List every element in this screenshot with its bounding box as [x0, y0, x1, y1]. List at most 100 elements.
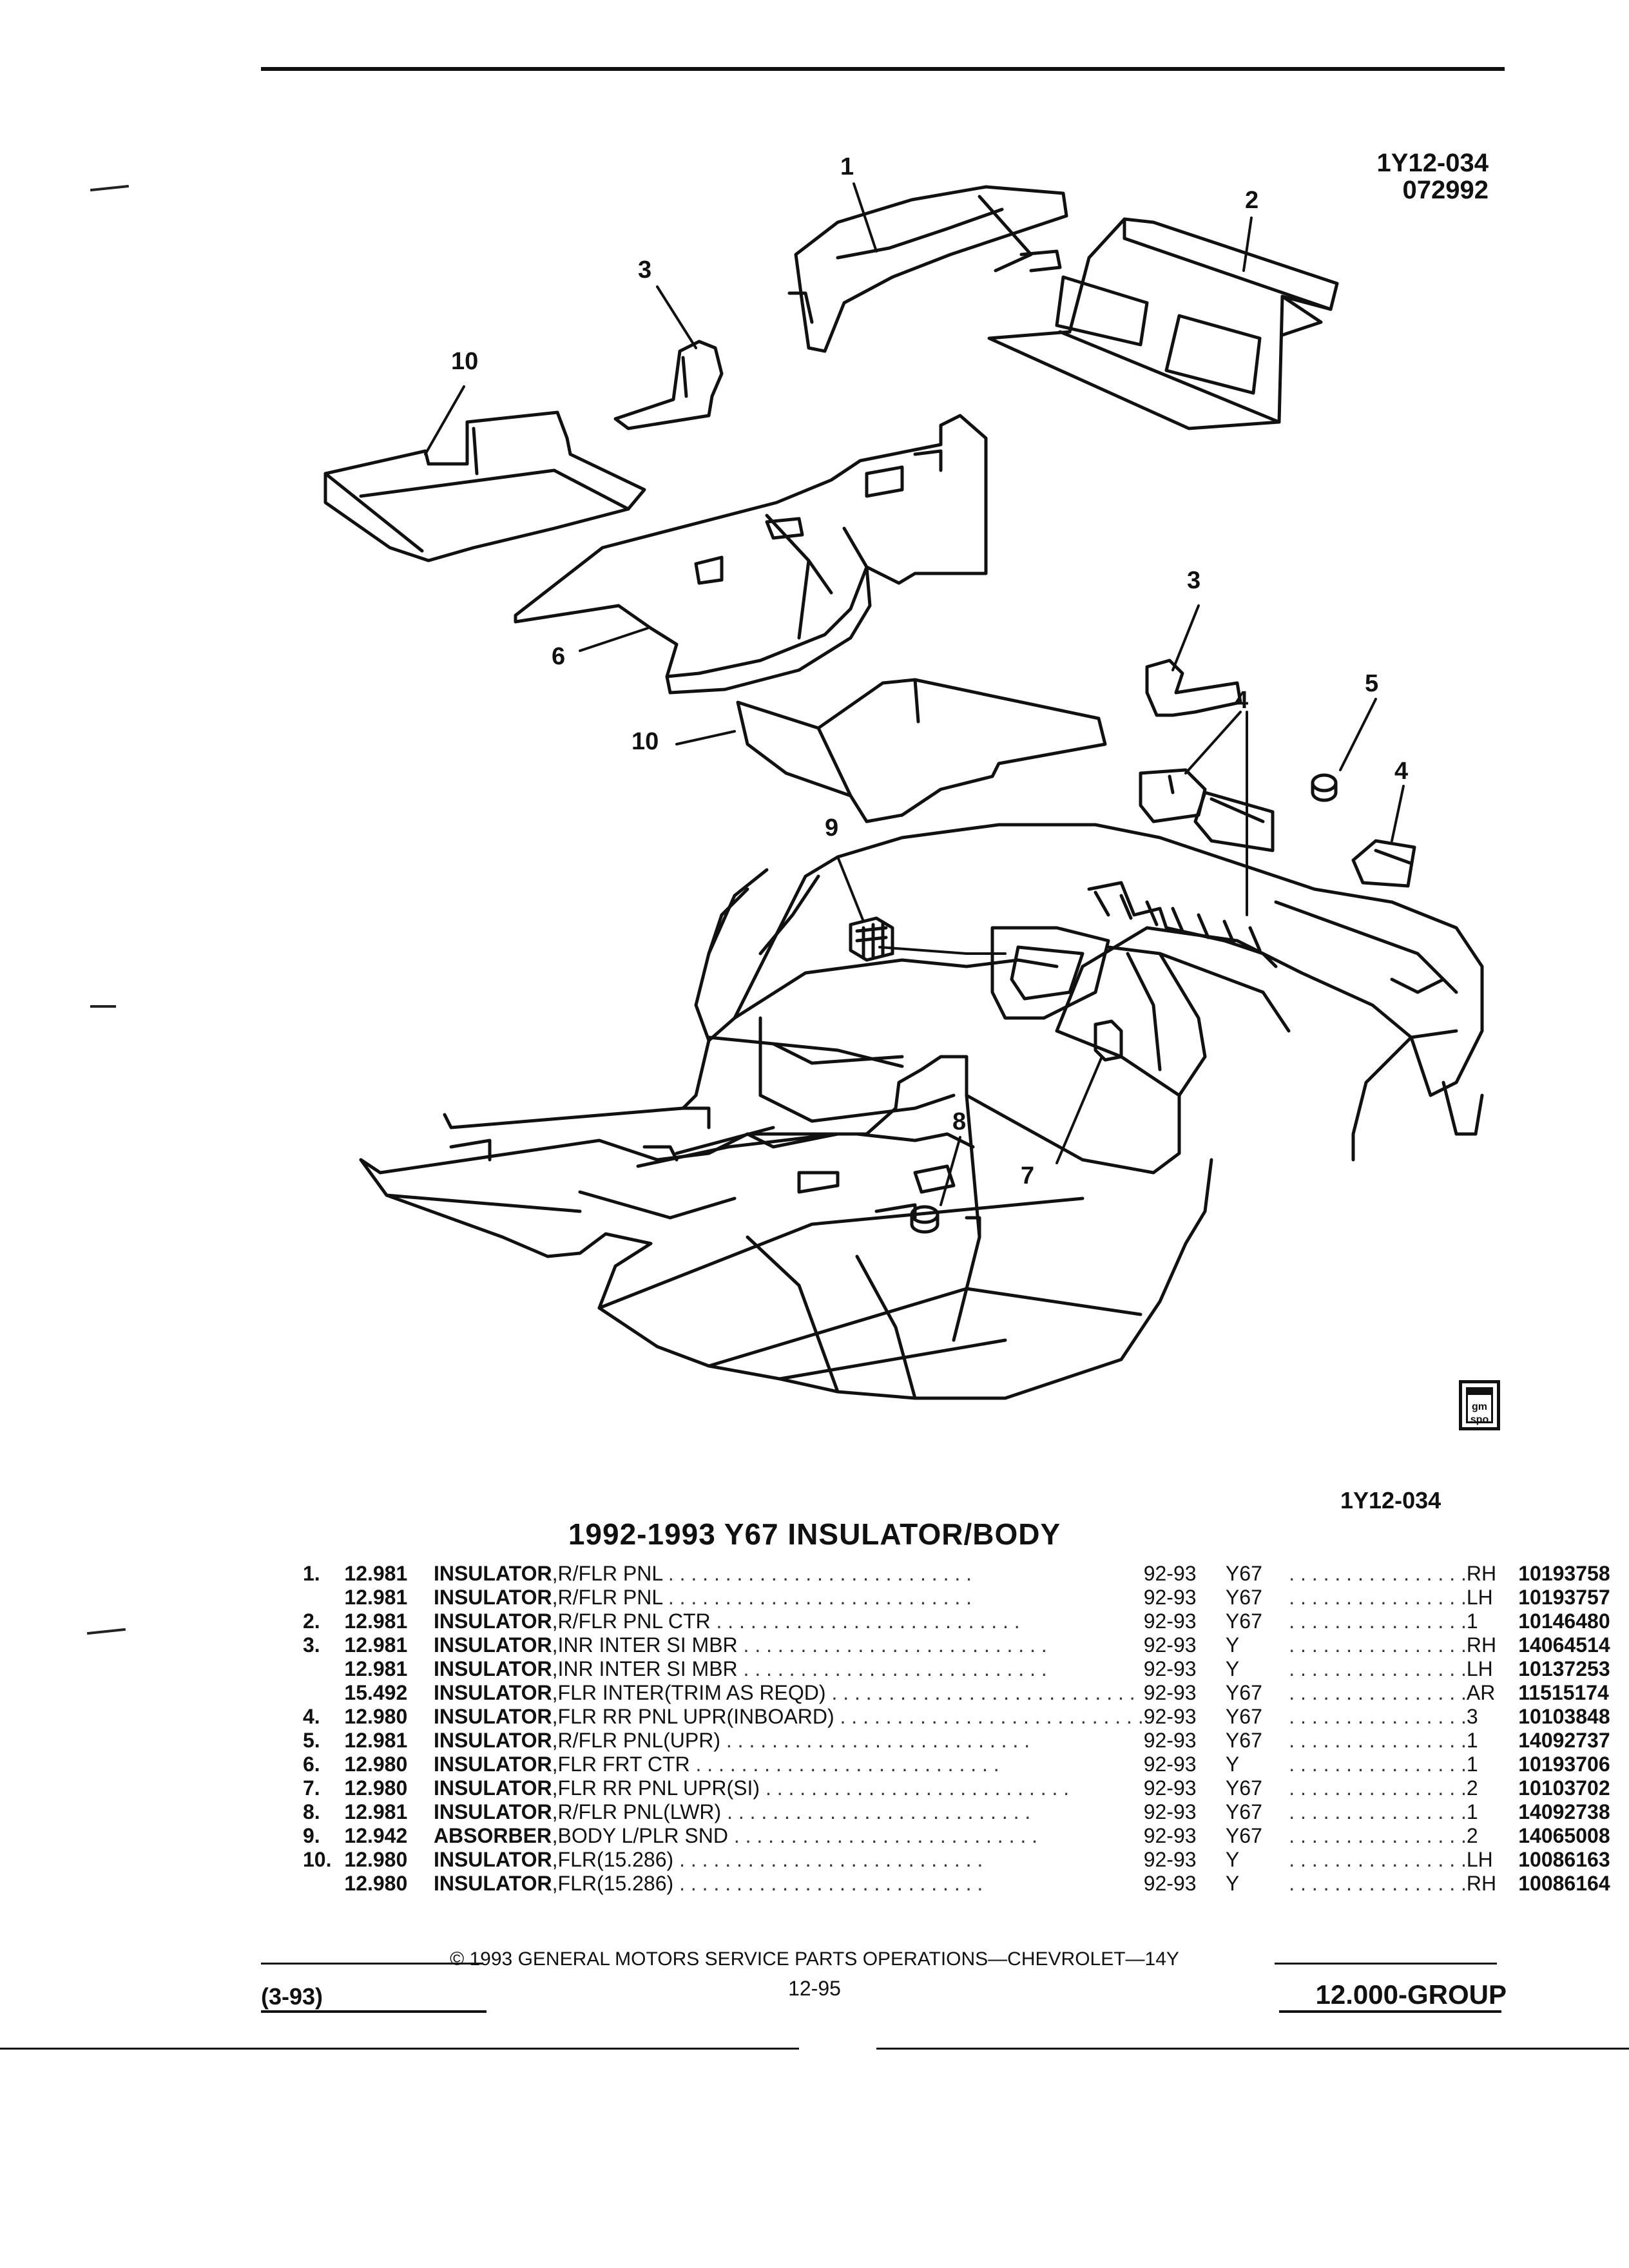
- figure-ref: 1Y12-034 072992: [1315, 149, 1489, 204]
- part-9-shape: [849, 916, 894, 962]
- part-number: 14065008: [1518, 1824, 1610, 1847]
- part-years: 92-93: [1143, 1705, 1197, 1728]
- footer-underline-right: [1279, 2010, 1501, 2013]
- part-option-code: Y67: [1225, 1610, 1262, 1633]
- part-name: INSULATOR: [433, 1633, 552, 1657]
- part-ref-number: 4.: [303, 1705, 320, 1728]
- section-title: 1992-1993 Y67 INSULATOR/BODY: [568, 1517, 1061, 1551]
- leader-dots: . . . . . . . . . . . . . . . .: [1289, 1824, 1467, 1847]
- part-group-number: 12.942: [344, 1824, 408, 1847]
- callout-1: 1: [840, 153, 854, 180]
- callout-3-right: 3: [1187, 567, 1201, 594]
- part-4-shapes: [1139, 768, 1416, 888]
- footer-underline-left: [261, 2010, 487, 2013]
- footer-copyright: © 1993 GENERAL MOTORS SERVICE PARTS OPER…: [450, 1948, 1179, 1970]
- callout-5: 5: [1365, 670, 1379, 697]
- part-2-shape: [987, 217, 1339, 430]
- part-quantity: LH: [1466, 1586, 1493, 1609]
- leader-dots: . . . . . . . . . . . . . . . .: [1289, 1586, 1467, 1609]
- part-quantity: 1: [1466, 1610, 1478, 1633]
- part-quantity: LH: [1466, 1657, 1493, 1680]
- part-option-code: Y: [1225, 1657, 1240, 1680]
- part-group-number: 12.980: [344, 1705, 408, 1728]
- part-description: ,FLR INTER(TRIM AS REQD) . . . . . . . .…: [552, 1681, 1135, 1704]
- part-number: 10193757: [1518, 1586, 1610, 1609]
- part-option-code: Y: [1225, 1633, 1240, 1657]
- gm-spo-logo-text: gm spo: [1466, 1387, 1493, 1425]
- part-option-code: Y: [1225, 1753, 1240, 1776]
- leader-dots: . . . . . . . . . . . . . . . .: [1289, 1872, 1467, 1895]
- part-years: 92-93: [1143, 1824, 1197, 1847]
- callout-7: 7: [1021, 1162, 1035, 1189]
- scan-mark: [86, 1628, 126, 1635]
- leader-dots: . . . . . . . . . . . . . . . .: [1289, 1562, 1467, 1585]
- part-6-shape: [514, 414, 988, 695]
- part-years: 92-93: [1143, 1657, 1197, 1680]
- leader-dots: . . . . . . . . . . . . . . . .: [1289, 1681, 1467, 1704]
- bottom-rule-left: [0, 2048, 799, 2050]
- part-description: ,R/FLR PNL(UPR) . . . . . . . . . . . . …: [552, 1729, 1030, 1752]
- leader-dots: . . . . . . . . . . . . . . . .: [1289, 1610, 1467, 1633]
- part-1-shape: [787, 185, 1068, 353]
- part-description: ,R/FLR PNL . . . . . . . . . . . . . . .…: [552, 1562, 972, 1585]
- part-number: 14092738: [1518, 1800, 1610, 1823]
- callout-9: 9: [825, 814, 839, 841]
- part-group-number: 12.981: [344, 1800, 408, 1823]
- part-name: INSULATOR: [433, 1586, 552, 1609]
- part-ref-number: 2.: [303, 1610, 320, 1633]
- part-description: ,BODY L/PLR SND . . . . . . . . . . . . …: [552, 1824, 1038, 1847]
- part-name: INSULATOR: [433, 1729, 552, 1752]
- part-ref-number: 5.: [303, 1729, 320, 1752]
- footer-group: 12.000-GROUP: [1315, 1979, 1507, 2010]
- part-description: ,FLR(15.286) . . . . . . . . . . . . . .…: [552, 1848, 983, 1871]
- leader-dots: . . . . . . . . . . . . . . . .: [1289, 1848, 1467, 1871]
- part-number: 14064514: [1518, 1633, 1610, 1657]
- part-10-lower-shape: [736, 678, 1107, 823]
- part-name: INSULATOR: [433, 1657, 552, 1680]
- part-years: 92-93: [1143, 1753, 1197, 1776]
- bottom-rule-right: [876, 2048, 1629, 2050]
- part-quantity: 3: [1466, 1705, 1478, 1728]
- part-option-code: Y67: [1225, 1705, 1262, 1728]
- part-option-code: Y67: [1225, 1800, 1262, 1823]
- callout-2: 2: [1245, 187, 1259, 214]
- figure-ref-line1: 1Y12-034: [1376, 149, 1489, 177]
- scan-mark: [90, 1005, 116, 1008]
- part-description: ,FLR FRT CTR . . . . . . . . . . . . . .…: [552, 1753, 999, 1776]
- part-name: INSULATOR: [433, 1872, 552, 1895]
- part-name: INSULATOR: [433, 1848, 552, 1871]
- part-option-code: Y67: [1225, 1824, 1262, 1847]
- part-option-code: Y67: [1225, 1681, 1262, 1704]
- leader-dots: . . . . . . . . . . . . . . . .: [1289, 1753, 1467, 1776]
- part-name: INSULATOR: [433, 1753, 552, 1776]
- callout-3-top: 3: [638, 256, 652, 284]
- figure-ref-line2: 072992: [1402, 176, 1489, 204]
- part-ref-number: 9.: [303, 1824, 320, 1847]
- part-group-number: 15.492: [344, 1681, 408, 1704]
- part-5-shape: [1311, 773, 1338, 802]
- part-years: 92-93: [1143, 1776, 1197, 1800]
- callout-6: 6: [552, 643, 566, 670]
- leader-dots: . . . . . . . . . . . . . . . .: [1289, 1705, 1467, 1728]
- part-quantity: RH: [1466, 1633, 1497, 1657]
- part-option-code: Y67: [1225, 1729, 1262, 1752]
- part-years: 92-93: [1143, 1633, 1197, 1657]
- part-years: 92-93: [1143, 1610, 1197, 1633]
- part-description: ,FLR RR PNL UPR(INBOARD) . . . . . . . .…: [552, 1705, 1144, 1728]
- part-description: ,INR INTER SI MBR . . . . . . . . . . . …: [552, 1657, 1047, 1680]
- part-group-number: 12.981: [344, 1633, 408, 1657]
- part-name: INSULATOR: [433, 1610, 552, 1633]
- part-name: ABSORBER: [433, 1824, 552, 1847]
- callout-10-lower: 10: [631, 728, 659, 755]
- part-8-shape: [910, 1205, 940, 1234]
- part-number: 10146480: [1518, 1610, 1610, 1633]
- part-quantity: 1: [1466, 1753, 1478, 1776]
